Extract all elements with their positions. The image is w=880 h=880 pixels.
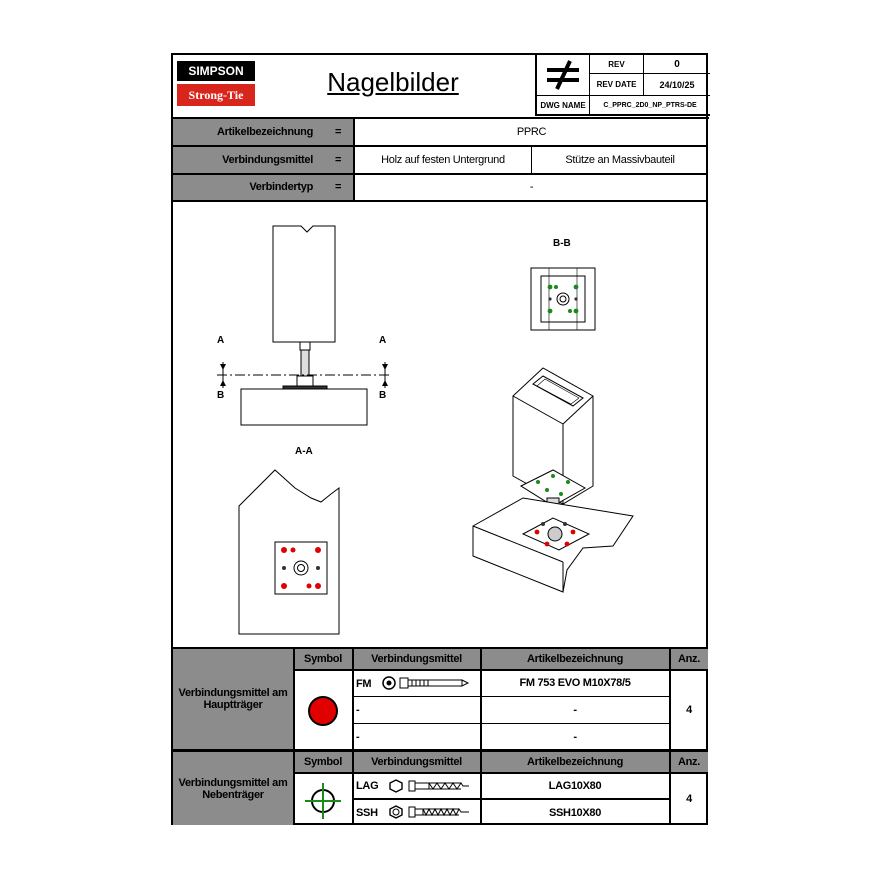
section-aa-label: A-A [295, 446, 313, 457]
value-stuetze-massivbauteil: Stütze an Massivbauteil [565, 154, 675, 166]
table1-header-qty: Anz. [677, 653, 701, 665]
dwg-name-label: DWG NAME [540, 101, 586, 110]
value-holz-untergrund: Holz auf festen Untergrund [381, 154, 505, 166]
logo-simpson: SIMPSON [177, 61, 255, 81]
isometric-view [472, 367, 634, 593]
eq-1: = [334, 126, 342, 138]
ssh-screw-icon [389, 805, 469, 819]
dwg-name-value: C_PPRC_2D0_NP_PTRS-DE [603, 102, 697, 109]
rev-label: REV [608, 59, 625, 69]
marker-b-right: B [379, 390, 387, 401]
table1-qty: 4 [686, 703, 692, 716]
table1-fastener-1: - [356, 704, 360, 716]
logo-strongtie: Strong-Tie [177, 84, 255, 106]
table2-header-symbol: Symbol [304, 756, 342, 768]
green-crosshair-symbol [305, 783, 341, 819]
table1-fastener-0: FM [356, 677, 372, 690]
table1-row-label: Verbindungsmittel am Hauptträger [178, 687, 288, 711]
value-verbindertyp: - [529, 181, 534, 193]
table2-header-fastener: Verbindungsmittel [371, 756, 462, 768]
table1-fastener-2: - [356, 730, 360, 743]
info-label-cell [173, 119, 353, 201]
logo: SIMPSON Strong-Tie [177, 61, 255, 107]
table2-article-0: LAG10X80 [548, 780, 602, 792]
rev-date-value: 24/10/25 [659, 79, 695, 90]
elevation-view [217, 225, 389, 426]
table2-header-article: Artikelbezeichnung [526, 756, 624, 768]
table2-article-1: SSH10X80 [548, 806, 602, 819]
table2-fastener-0: LAG [356, 780, 379, 792]
table1-row-label-cell [173, 649, 293, 749]
table1-header-symbol: Symbol [304, 653, 342, 665]
page-title: Nagelbilder [327, 66, 459, 97]
lag-screw-icon [389, 779, 469, 793]
drawing-area: A A B B A-A B-B [173, 202, 708, 648]
value-artikelbezeichnung: PPRC [516, 126, 547, 138]
table1-article-1: - [573, 704, 577, 716]
section-bb-view [530, 267, 596, 331]
label-verbindertyp: Verbindertyp [249, 181, 313, 193]
section-bb-label: B-B [553, 238, 571, 249]
eq-2: = [334, 154, 342, 166]
red-dot-symbol [308, 696, 338, 726]
table1-header-fastener: Verbindungsmittel [371, 653, 462, 665]
marker-a-left: A [217, 335, 225, 346]
rev-date-label: REV DATE [596, 80, 637, 89]
anchor-bolt-icon [382, 676, 470, 690]
label-verbindungsmittel: Verbindungsmittel [222, 154, 313, 166]
marker-a-right: A [379, 335, 387, 346]
drawing-sheet: SIMPSON Strong-Tie Nagelbilder REV 0 REV… [171, 53, 710, 825]
table2-row-label: Verbindungsmittel am Nebenträger [178, 776, 288, 801]
title-block-right [535, 54, 710, 116]
eq-3: = [334, 181, 342, 193]
table1-article-0: FM 753 EVO M10X78/5 [519, 677, 631, 689]
label-artikelbezeichnung: Artikelbezeichnung [216, 126, 313, 138]
table2-row-label-cell [173, 752, 293, 825]
table2-qty: 4 [686, 793, 692, 805]
table1-header-article: Artikelbezeichnung [526, 653, 624, 665]
table1-article-2: - [573, 730, 577, 743]
rev-value: 0 [674, 58, 680, 70]
marker-b-left: B [217, 390, 225, 401]
table2-fastener-1: SSH [356, 806, 378, 819]
not-equal-icon [537, 55, 589, 95]
section-aa-view [238, 469, 340, 635]
table2-header-qty: Anz. [677, 756, 701, 768]
